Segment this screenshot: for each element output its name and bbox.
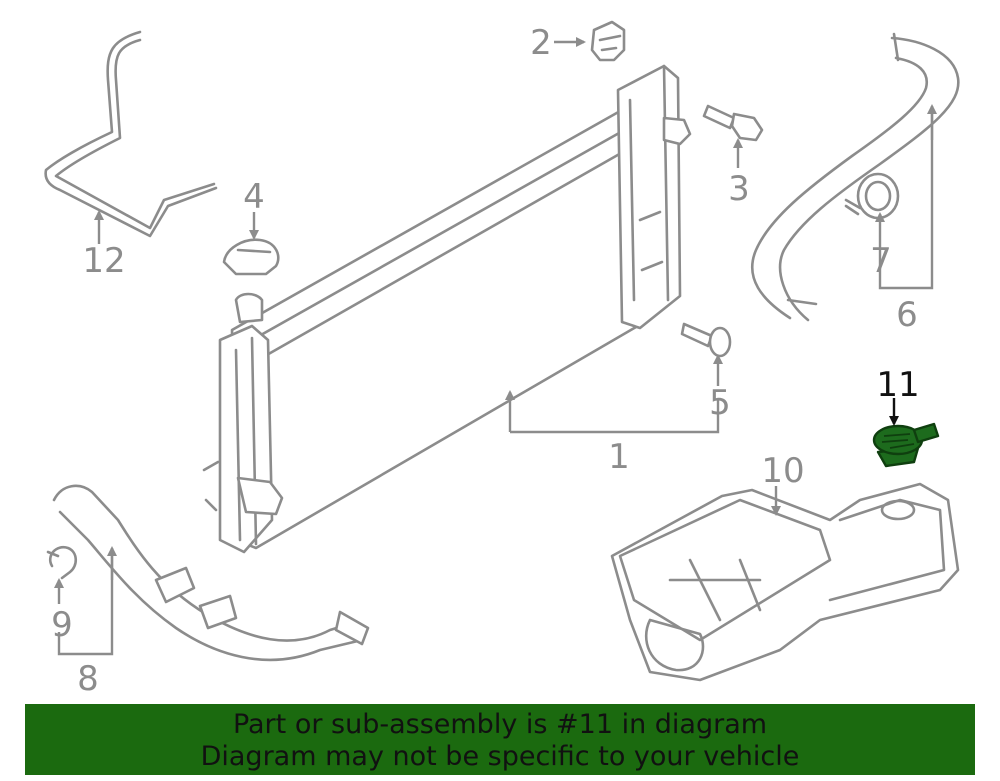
part-4-cap [222,238,280,276]
part-12-tube [44,30,218,238]
callout-6: 6 [896,295,918,335]
callout-7: 7 [870,241,892,281]
callout-4: 4 [243,177,265,217]
part-10-reservoir [610,482,960,682]
part-1-radiator [202,64,692,554]
info-banner: Part or sub-assembly is #11 in diagram D… [25,704,975,775]
banner-line-2: Diagram may not be specific to your vehi… [200,741,800,772]
parts-diagram: 1 2 3 4 5 6 7 8 9 10 11 12 [44,20,960,699]
banner-line-1: Part or sub-assembly is #11 in diagram [232,709,768,740]
callout-10: 10 [761,451,804,491]
part-2-plug [590,20,626,62]
part-11-reservoir-cap [872,422,940,468]
callout-3: 3 [728,169,750,209]
callout-12: 12 [82,241,125,281]
callout-11: 11 [876,365,919,405]
part-3-bolt [702,104,764,142]
callout-1: 1 [608,437,630,477]
callout-labels: 1 2 3 4 5 6 7 8 9 10 11 12 [51,23,919,699]
part-9-clamp [46,545,78,580]
callout-8: 8 [77,659,99,699]
callout-9: 9 [51,605,73,645]
part-7-clamp [844,172,900,220]
part-5-pin [680,322,732,358]
part-6-hose [750,32,960,322]
callout-2: 2 [530,23,552,63]
part-8-hose [52,484,370,662]
leader-lines [54,37,937,656]
callout-5: 5 [709,383,731,423]
